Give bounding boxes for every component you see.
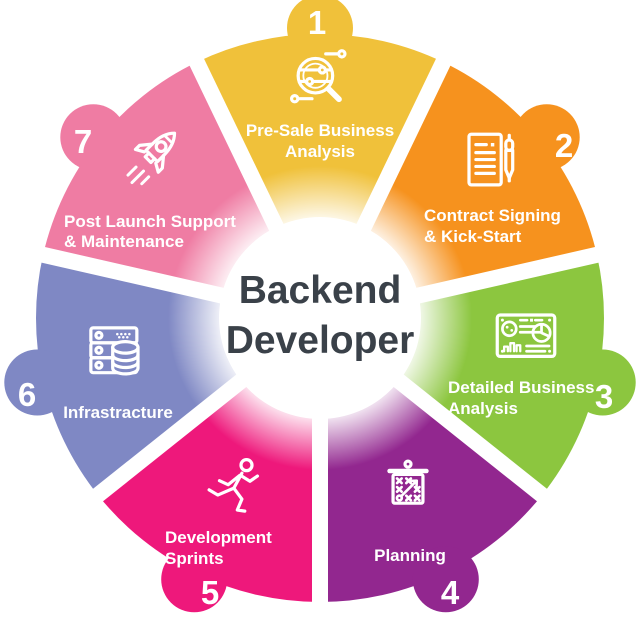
contract-signing-icon <box>467 132 515 187</box>
segment-label-line: Analysis <box>285 142 355 161</box>
segment-number: 1 <box>308 4 326 41</box>
segment-number: 5 <box>201 574 219 611</box>
segment-number-bump <box>161 546 228 613</box>
rocket-icon <box>126 131 177 186</box>
segment-number: 3 <box>595 378 613 415</box>
running-person-icon <box>207 458 260 513</box>
segment-label-line: Infrastracture <box>63 403 173 422</box>
segment-label-line: Planning <box>374 546 446 565</box>
segment-label-line: Analysis <box>448 399 518 418</box>
segment-label-line: Detailed Business <box>448 378 594 397</box>
center-circle <box>219 217 421 419</box>
segment-number: 2 <box>555 127 573 164</box>
center-title: Backend Developer <box>226 269 415 362</box>
strategy-board-icon <box>387 459 429 505</box>
segment-label-line: Sprints <box>165 549 224 568</box>
segment-labels: Pre-Sale Business Analysis Contract Sign… <box>63 121 594 568</box>
segment-label-line: Post Launch Support <box>64 212 236 231</box>
server-database-icon <box>89 326 140 376</box>
center-title-line1: Backend <box>239 269 402 312</box>
magnifier-analysis-icon <box>289 49 347 104</box>
segment-number: 6 <box>18 376 36 413</box>
analytics-dashboard-icon <box>495 313 557 359</box>
segment-label-line: Contract Signing <box>424 206 561 225</box>
segment-number: 4 <box>441 574 460 611</box>
segment-number: 7 <box>74 123 92 160</box>
center-title-line2: Developer <box>226 319 415 362</box>
segment-label-line: Development <box>165 528 272 547</box>
segment-number-bump <box>569 349 636 416</box>
segment-number-bump <box>287 0 353 61</box>
segment-numbers: 1 2 3 4 5 6 7 <box>18 4 613 611</box>
segment-number-bump <box>4 349 71 416</box>
segment-label-line: Pre-Sale Business <box>246 121 394 140</box>
segment-number-bump <box>412 546 479 613</box>
segment-label-line: & Maintenance <box>64 232 184 251</box>
segment-number-bump <box>60 104 127 171</box>
segment-number-bump <box>513 104 580 171</box>
segment-label-line: & Kick-Start <box>424 227 522 246</box>
